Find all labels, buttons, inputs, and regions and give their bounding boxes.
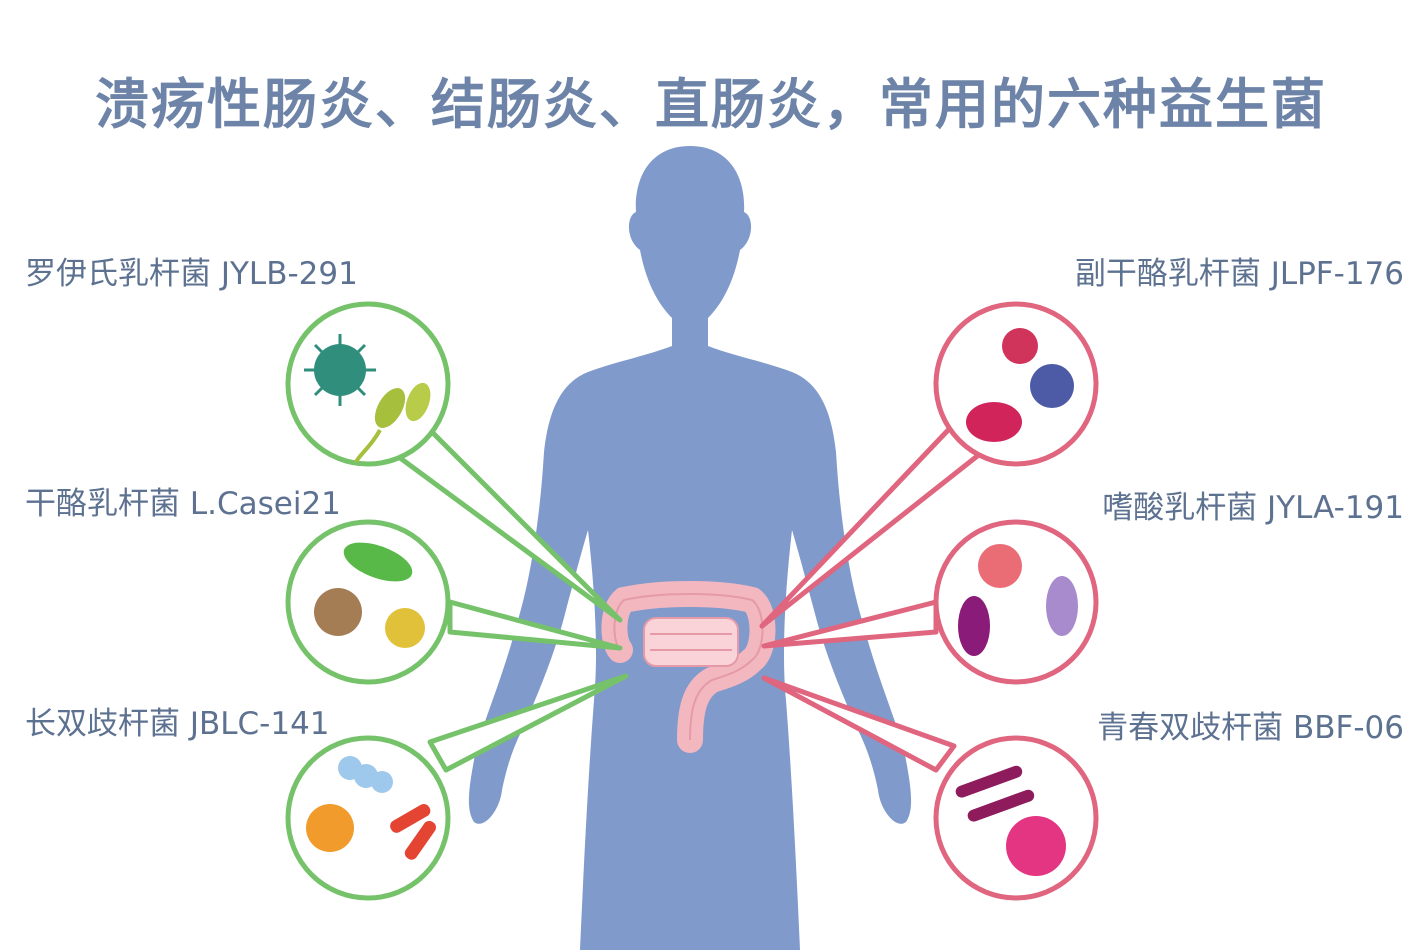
probiotic-label-1: 罗伊氏乳杆菌 JYLB-291 (25, 256, 358, 292)
probiotic-label-2: 干酪乳杆菌 L.Casei21 (25, 486, 341, 522)
probiotic-label-6: 青春双歧杆菌 BBF-06 (1097, 710, 1404, 746)
connector-left-2 (447, 599, 623, 651)
virus-icon (304, 334, 376, 406)
probiotic-circle-1 (285, 301, 451, 467)
bacteria-icon (955, 765, 1066, 876)
probiotic-label-4: 副干酪乳杆菌 JLPF-176 (1074, 256, 1404, 292)
probiotic-circle-3 (285, 735, 451, 901)
intestine-icon (601, 581, 776, 753)
virus-icon (966, 328, 1074, 442)
connector-right-3 (761, 675, 957, 773)
human-silhouette-icon (468, 146, 912, 950)
probiotic-circle-6 (933, 735, 1099, 901)
probiotic-label-3: 长双歧杆菌 JBLC-141 (25, 706, 330, 742)
bacteria-icon (314, 542, 425, 648)
connector-left-3 (427, 673, 629, 773)
probiotic-circle-5 (933, 519, 1099, 685)
probiotic-circle-4 (933, 301, 1099, 467)
page-title: 溃疡性肠炎、结肠炎、直肠炎，常用的六种益生菌 (95, 73, 1327, 136)
bacteria-icon (958, 544, 1078, 656)
probiotic-label-5: 嗜酸乳杆菌 JYLA-191 (1102, 490, 1404, 526)
probiotic-circle-2 (285, 519, 451, 685)
bacteria-icon (354, 382, 431, 464)
bacteria-icon (306, 756, 436, 860)
